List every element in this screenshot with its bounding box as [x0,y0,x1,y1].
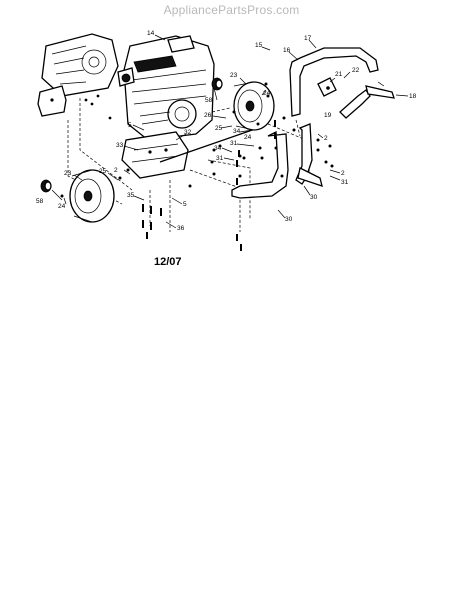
callout-5: 5 [128,122,132,129]
right-wheel [233,81,275,131]
callout-24: 24 [263,90,271,97]
callout-15: 15 [255,42,263,49]
assembly-line [211,107,231,113]
callout-22: 22 [352,67,360,74]
callout-17: 17 [304,35,312,42]
callout-36: 36 [177,225,185,232]
callout-34: 34 [233,128,241,135]
callout-58: 58 [205,97,213,104]
left-wheel [69,169,115,223]
callout-30: 30 [310,194,318,201]
assembly-line [79,98,133,191]
callout-2: 2 [341,170,345,177]
lower-handle-left [231,130,289,199]
axle-rod [159,127,259,163]
engine-mount-plate [121,131,189,179]
handle-bar [289,47,395,119]
callout-23: 23 [230,72,238,79]
fasteners [60,82,334,251]
callout-35: 35 [127,192,135,199]
leader-lines [51,34,409,229]
callout-18: 18 [409,93,417,100]
callout-31: 31 [230,140,238,147]
callout-32: 32 [184,129,192,136]
wheel-cap-left [40,179,52,193]
engine-shroud [41,33,119,97]
callout-21: 21 [335,71,343,78]
callout-24: 24 [58,203,66,210]
callout-31: 31 [341,179,349,186]
callout-31: 31 [216,155,224,162]
callout-23: 23 [64,170,72,177]
callout-2: 2 [324,135,328,142]
engine [117,35,215,141]
date-code-label: 12/07 [154,256,182,268]
callout-26: 26 [204,112,212,119]
callout-30: 30 [285,216,293,223]
callout-25: 25 [99,168,107,175]
callout-16: 16 [283,47,291,54]
callout-5: 5 [183,201,187,208]
watermark-text: AppliancePartsPros.com [163,3,300,17]
callout-14: 14 [147,30,155,37]
lower-handle-right [295,123,323,187]
callout-19: 19 [324,112,332,119]
assembly-line [295,119,301,137]
callout-58: 58 [36,198,44,205]
assembly-line [207,159,251,220]
callout-25: 25 [215,125,223,132]
callout-33: 33 [116,142,124,149]
wheel-cap-right [211,77,223,91]
callout-34: 34 [214,145,222,152]
mounting-bracket [37,85,67,117]
callout-24: 24 [244,134,252,141]
assembly-line [189,169,241,232]
callout-2: 2 [114,167,118,174]
